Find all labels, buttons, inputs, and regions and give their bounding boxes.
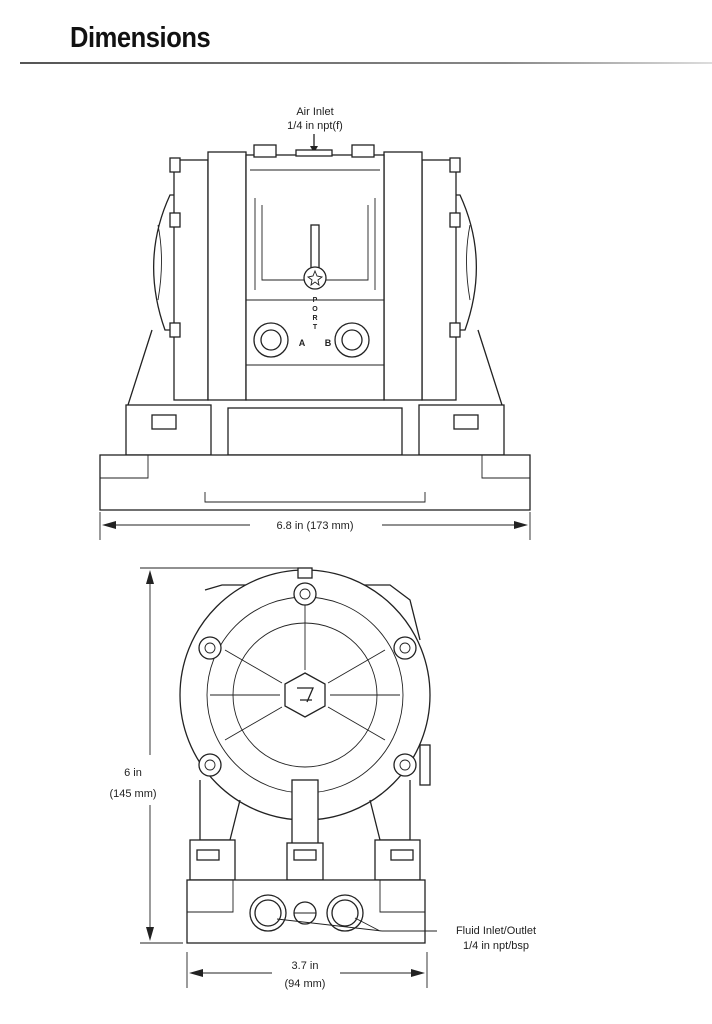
right-fluid-cover [454,194,477,331]
port-letter: R [312,315,317,322]
height-label-mm: (145 mm) [109,788,156,800]
air-inlet-label: Air Inlet [296,106,333,118]
logo-hub [284,672,326,718]
front-width-label: 6.8 in (173 mm) [276,520,353,532]
width-dimension-front: 6.8 in (173 mm) [99,512,531,540]
height-label: 6 in [124,767,142,779]
fluid-leader-lines [276,917,437,932]
port-letter: P [313,297,318,304]
air-inlet-spec: 1/4 in npt(f) [287,120,343,132]
side-view-drawing: Fluid Inlet/Outlet 1/4 in npt/bsp 6 in (… [109,567,536,990]
page-title: Dimensions [70,22,211,54]
title-divider [20,62,712,64]
port-b-fitting [334,322,370,358]
fluid-label: Fluid Inlet/Outlet [456,925,536,937]
front-view-drawing: Air Inlet 1/4 in npt(f) P O R T A B [99,106,531,540]
side-width-label: 3.7 in [292,960,319,972]
height-dimension: 6 in (145 mm) [109,567,298,944]
port-a-fitting [253,322,289,358]
base-plate [99,454,531,511]
port-letter: T [313,324,318,331]
left-fluid-cover [153,194,176,331]
width-dimension-side: 3.7 in (94 mm) [186,952,428,990]
port-a-label: A [299,338,306,348]
port-b-label: B [325,338,332,348]
port-letter: O [312,306,318,313]
side-width-label-mm: (94 mm) [285,978,326,990]
fluid-spec: 1/4 in npt/bsp [463,940,529,952]
